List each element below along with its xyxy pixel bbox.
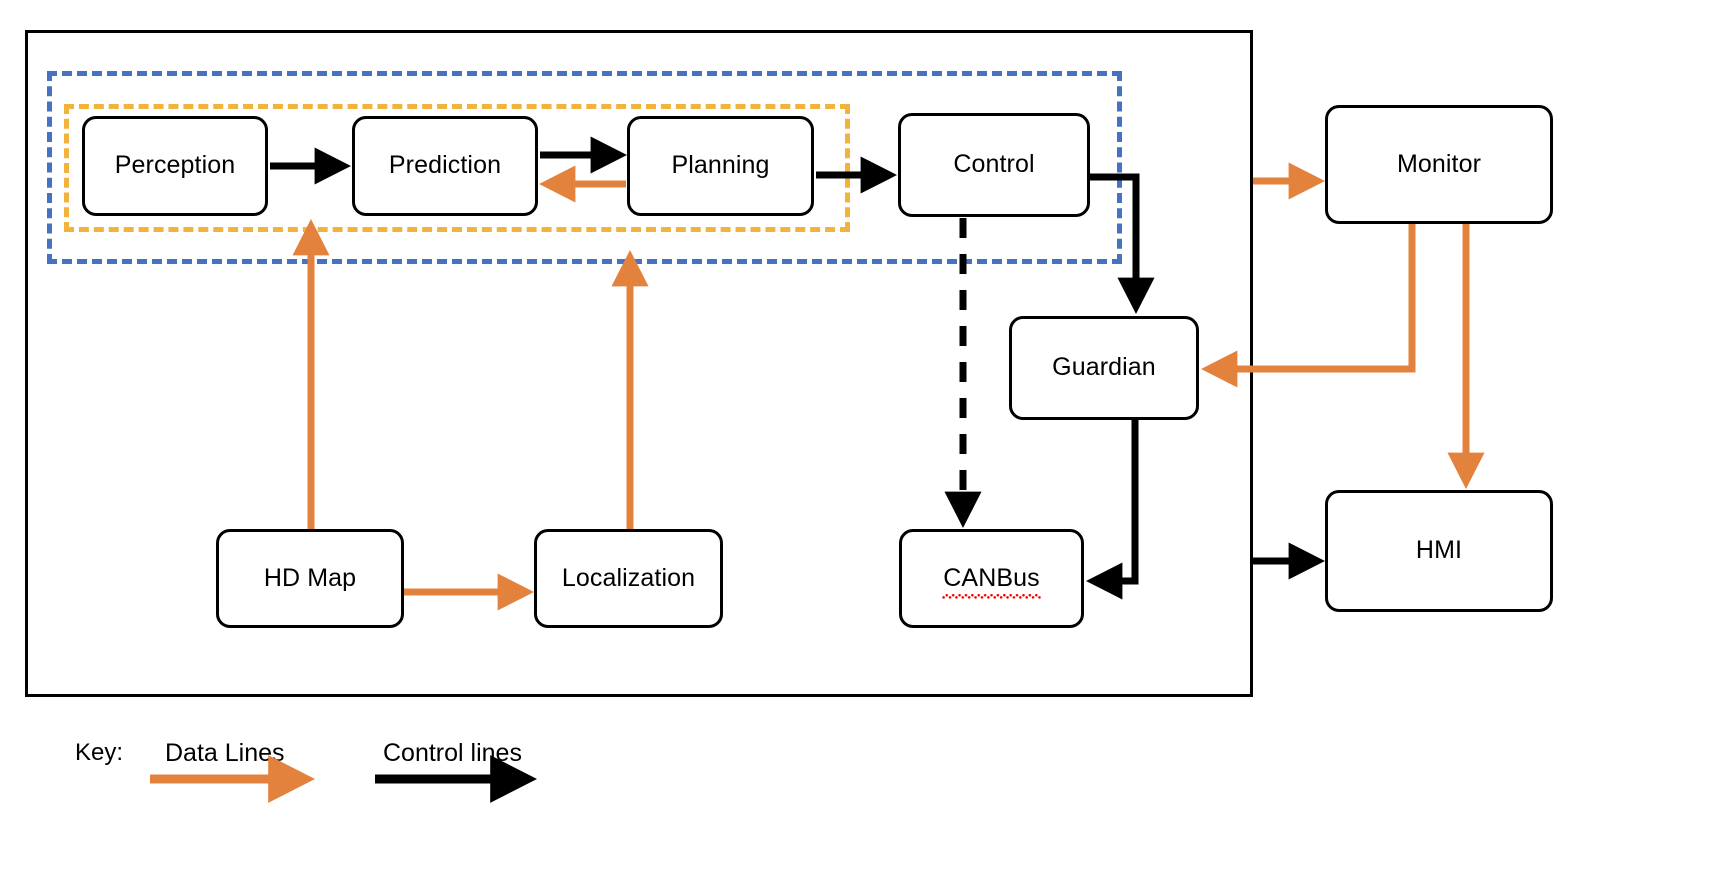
node-perception-label: Perception	[114, 151, 236, 180]
node-control-label: Control	[953, 150, 1035, 179]
group-boundary-blue	[47, 71, 1122, 264]
node-perception[interactable]: Perception	[82, 116, 268, 216]
node-guardian[interactable]: Guardian	[1009, 316, 1199, 420]
node-prediction-label: Prediction	[388, 151, 502, 180]
node-monitor[interactable]: Monitor	[1325, 105, 1553, 224]
legend-key-label: Key:	[75, 739, 124, 766]
node-hd-map[interactable]: HD Map	[216, 529, 404, 628]
node-guardian-label: Guardian	[1052, 353, 1156, 382]
node-monitor-label: Monitor	[1396, 149, 1482, 178]
group-boundary-yellow	[64, 104, 850, 232]
legend-arrow-layer	[150, 755, 538, 803]
node-control[interactable]: Control	[898, 113, 1090, 217]
legend-data-lines-label: Data Lines	[165, 739, 285, 767]
node-prediction[interactable]: Prediction	[352, 116, 538, 216]
node-hd-map-label: HD Map	[263, 563, 357, 592]
node-canbus[interactable]: CANBus	[899, 529, 1084, 628]
node-planning[interactable]: Planning	[627, 116, 814, 216]
legend: Key: Data Lines Control lines	[0, 722, 1732, 832]
node-hmi[interactable]: HMI	[1325, 490, 1553, 612]
node-hmi-label: HMI	[1415, 536, 1463, 565]
node-localization[interactable]: Localization	[534, 529, 723, 628]
node-canbus-label: CANBus	[942, 563, 1042, 599]
node-planning-label: Planning	[671, 151, 770, 180]
node-localization-label: Localization	[561, 563, 696, 592]
